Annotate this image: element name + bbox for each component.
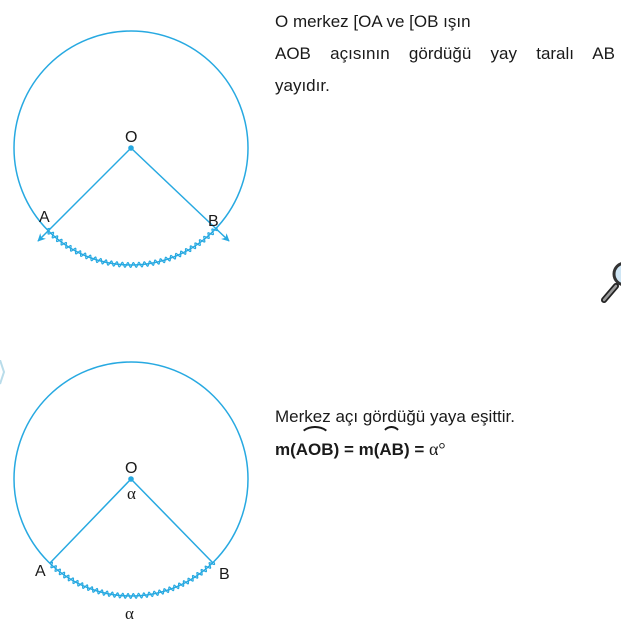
bottom-label-b: B xyxy=(219,566,230,583)
bottom-radius-oa xyxy=(49,478,132,564)
bottom-circle xyxy=(13,361,249,597)
formula-close: ) = xyxy=(403,440,429,459)
bottom-label-alpha-angle: α xyxy=(127,484,136,503)
top-description-line-2: AOB açısının gördüğü yay taralı AB xyxy=(275,44,615,63)
bottom-label-alpha-arc: α xyxy=(125,604,134,623)
formula-angle-aob: AOB xyxy=(296,426,334,466)
left-edge-decoration xyxy=(0,360,6,385)
top-description-line-3: yayıdır. xyxy=(275,76,330,95)
top-description-line-1: O merkez [OA ve [OB ışın xyxy=(275,12,471,31)
top-shaded-arc-ab xyxy=(46,227,219,268)
top-label-a: A xyxy=(39,209,50,226)
top-label-b: B xyxy=(208,213,219,230)
top-center-point xyxy=(128,145,134,151)
bottom-description-line-1: Merkez açı gördüğü yaya eşittir. xyxy=(275,407,516,426)
bottom-label-o: O xyxy=(125,460,137,477)
formula-arc-ab: AB xyxy=(379,426,404,466)
bottom-diagram: O α A B α xyxy=(13,361,249,623)
top-label-o: O xyxy=(125,129,137,146)
magnifier-icon xyxy=(601,262,621,303)
formula-alpha: α° xyxy=(428,439,446,459)
bottom-description: Merkez açı gördüğü yaya eşittir. m(AOB) … xyxy=(275,401,615,466)
bottom-label-a: A xyxy=(35,563,46,580)
formula-prefix: m( xyxy=(275,440,296,459)
top-ray-ob xyxy=(130,147,230,242)
bottom-shaded-arc-ab xyxy=(49,561,216,599)
top-description: O merkez [OA ve [OB ışın AOB açısının gö… xyxy=(275,6,615,102)
formula-mid: ) = m( xyxy=(333,440,380,459)
top-ray-oa xyxy=(37,147,132,242)
bottom-center-point xyxy=(128,476,134,482)
central-angle-formula: m(AOB) = m(AB) = α° xyxy=(275,426,446,459)
top-diagram: O A B xyxy=(13,30,249,268)
top-circle xyxy=(13,30,249,266)
bottom-radius-ob xyxy=(130,478,214,564)
